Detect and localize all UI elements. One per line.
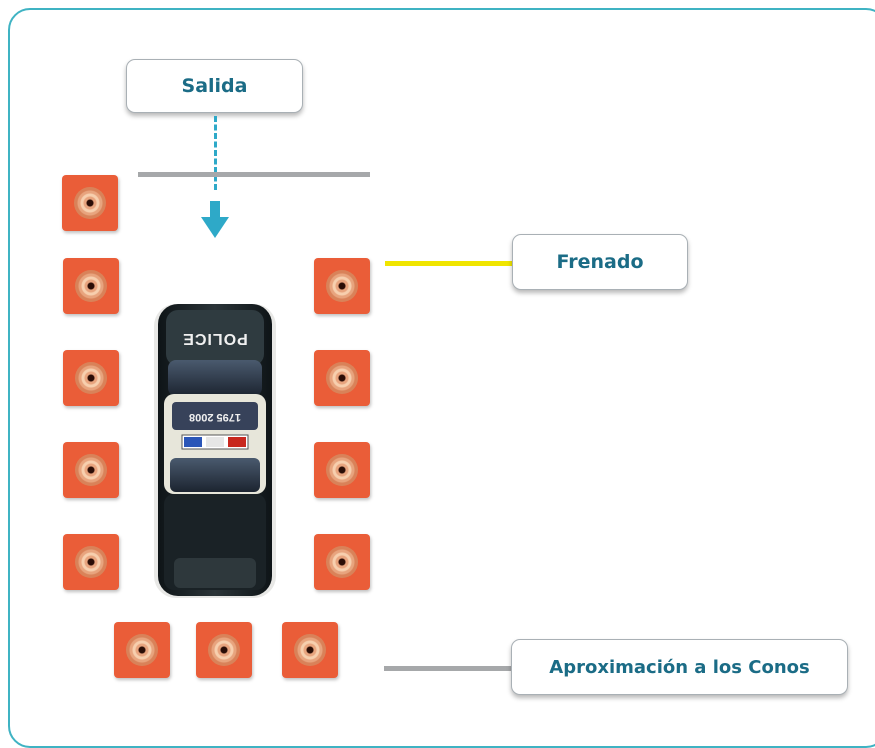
cone-icon [282,622,338,678]
frenado-connector-line [385,261,513,266]
cone-icon [63,350,119,406]
cone-icon [63,442,119,498]
frenado-label: Frenado [512,234,688,290]
car-trunk-text: 1795 2008 [189,411,241,423]
cone-icon [114,622,170,678]
salida-label: Salida [126,59,303,113]
cone-icon [63,534,119,590]
down-arrow-icon [201,201,229,238]
aproximacion-label: Aproximación a los Conos [511,639,848,695]
cone-icon [62,175,118,231]
start-path-dashed-line [214,116,217,190]
cone-icon [314,442,370,498]
police-car-icon: POLICE 1795 2008 [154,304,276,598]
aproximacion-connector-line [384,666,512,671]
car-roof-text: POLICE [182,330,248,347]
cone-icon [314,534,370,590]
cone-icon [314,258,370,314]
start-line [138,172,370,177]
cone-icon [63,258,119,314]
cone-icon [196,622,252,678]
cone-icon [314,350,370,406]
